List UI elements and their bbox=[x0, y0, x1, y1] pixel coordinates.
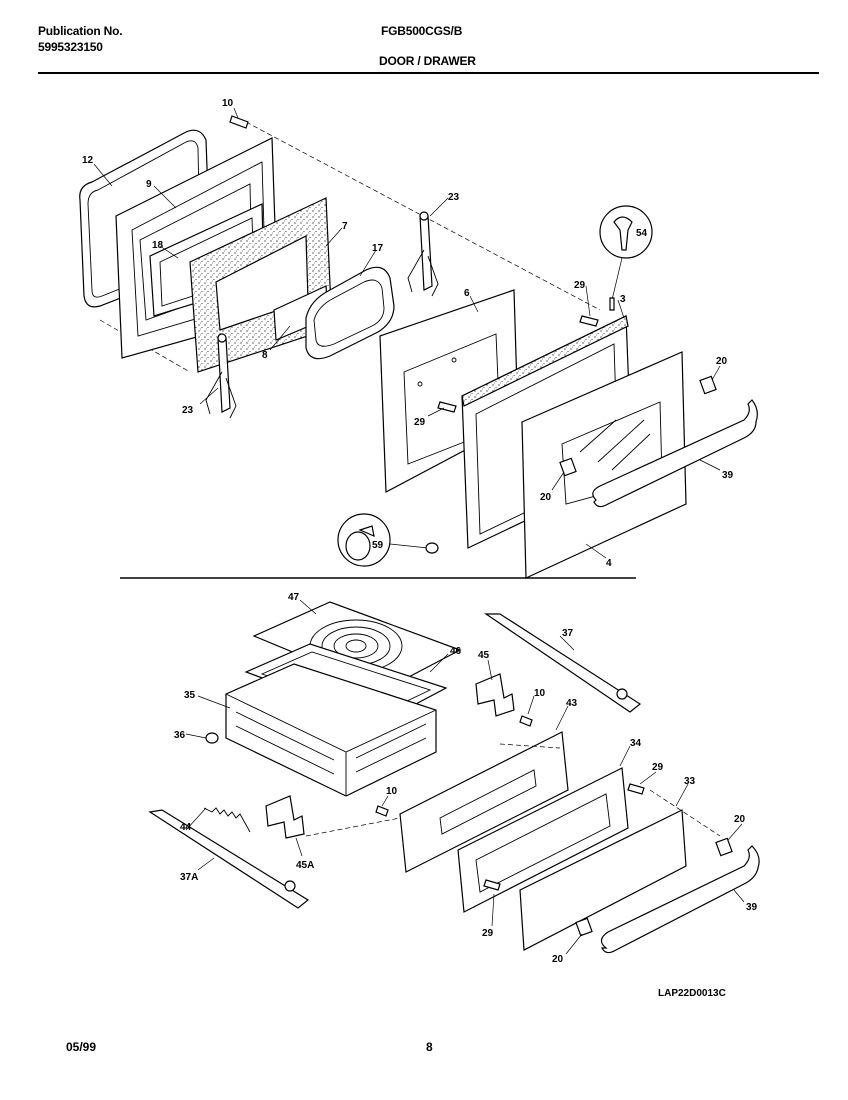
callout-43: 43 bbox=[566, 698, 578, 709]
part-10-screw-b bbox=[519, 715, 533, 727]
part-17-window-gasket bbox=[305, 266, 395, 360]
callout-29-c: 29 bbox=[652, 762, 664, 773]
model-number: FGB500CGS/B bbox=[381, 24, 463, 38]
part-23-hinge-bottom bbox=[205, 333, 237, 419]
callout-47: 47 bbox=[288, 592, 300, 603]
publication-number: 5995323150 bbox=[38, 40, 103, 54]
part-29-pin-a bbox=[579, 315, 599, 327]
callout-8: 8 bbox=[262, 350, 268, 361]
callout-20-c: 20 bbox=[734, 814, 746, 825]
callout-20-a: 20 bbox=[716, 356, 728, 367]
callout-20-d: 20 bbox=[552, 954, 564, 965]
part-35-drawer-body bbox=[225, 663, 437, 797]
callout-20-b: 20 bbox=[540, 492, 552, 503]
part-20-endcap-c bbox=[715, 837, 733, 857]
callout-34: 34 bbox=[630, 738, 642, 749]
callout-29-d: 29 bbox=[482, 928, 494, 939]
callout-59: 59 bbox=[372, 540, 384, 551]
callout-10-b: 10 bbox=[534, 688, 546, 699]
callout-45: 45 bbox=[478, 650, 490, 661]
callout-44: 44 bbox=[180, 822, 192, 833]
part-39-handle-upper bbox=[592, 399, 758, 508]
part-34-drawer-frame bbox=[457, 767, 629, 913]
part-20-endcap-d bbox=[575, 917, 593, 937]
part-33-drawer-panel bbox=[519, 809, 687, 951]
callout-37A: 37A bbox=[180, 872, 198, 883]
footer-date: 05/99 bbox=[66, 1040, 97, 1054]
alignment-line-lower-b bbox=[499, 743, 561, 749]
part-29-pin-d bbox=[483, 879, 501, 891]
part-20-endcap-b bbox=[559, 457, 577, 477]
alignment-line-lower-a bbox=[305, 817, 401, 837]
part-29-pin-b bbox=[437, 401, 457, 413]
part-37A-rail bbox=[148, 809, 310, 909]
part-20-endcap-a bbox=[699, 375, 717, 395]
part-36-grommet bbox=[205, 732, 219, 744]
part-43-drawer-inner-front bbox=[399, 731, 569, 873]
part-44-spring bbox=[203, 807, 251, 833]
drawing-code: LAP22D0013C bbox=[658, 988, 726, 999]
callout-3: 3 bbox=[620, 294, 626, 305]
callout-33: 33 bbox=[684, 776, 696, 787]
header-rule bbox=[38, 72, 819, 74]
callout-45A: 45A bbox=[296, 860, 314, 871]
callout-10: 10 bbox=[222, 98, 234, 109]
part-29-pin-c bbox=[627, 783, 645, 795]
callout-46: 46 bbox=[450, 646, 462, 657]
part-10-screw bbox=[229, 115, 249, 129]
callout-10-c: 10 bbox=[386, 786, 398, 797]
part-45-bracket bbox=[475, 673, 515, 717]
part-23-hinge-top bbox=[407, 211, 439, 297]
part-54-screw-detail bbox=[599, 205, 653, 311]
callout-23-bottom: 23 bbox=[182, 405, 194, 416]
callout-35: 35 bbox=[184, 690, 196, 701]
part-59-knob-detail bbox=[337, 513, 439, 567]
part-39-handle-lower bbox=[600, 845, 760, 954]
alignment-line-lower-c bbox=[649, 789, 721, 837]
callout-39-lower: 39 bbox=[746, 902, 758, 913]
callout-9: 9 bbox=[146, 179, 152, 190]
callout-54: 54 bbox=[636, 228, 648, 239]
callout-39-upper: 39 bbox=[722, 470, 734, 481]
publication-label: Publication No. bbox=[38, 24, 123, 38]
callout-37: 37 bbox=[562, 628, 574, 639]
footer-page-number: 8 bbox=[426, 1040, 433, 1054]
part-45A-bracket bbox=[265, 795, 305, 839]
callout-23-top: 23 bbox=[448, 192, 460, 203]
callout-18: 18 bbox=[152, 240, 164, 251]
callout-6: 6 bbox=[464, 288, 470, 299]
callout-36: 36 bbox=[174, 730, 186, 741]
callout-17: 17 bbox=[372, 243, 384, 254]
callout-4: 4 bbox=[606, 558, 612, 569]
section-title: DOOR / DRAWER bbox=[379, 54, 476, 68]
callout-7: 7 bbox=[342, 221, 348, 232]
callout-12: 12 bbox=[82, 155, 94, 166]
callout-29-a: 29 bbox=[574, 280, 586, 291]
part-37-rail bbox=[484, 613, 642, 713]
part-10-screw-c bbox=[375, 805, 389, 817]
callout-29-b: 29 bbox=[414, 417, 426, 428]
